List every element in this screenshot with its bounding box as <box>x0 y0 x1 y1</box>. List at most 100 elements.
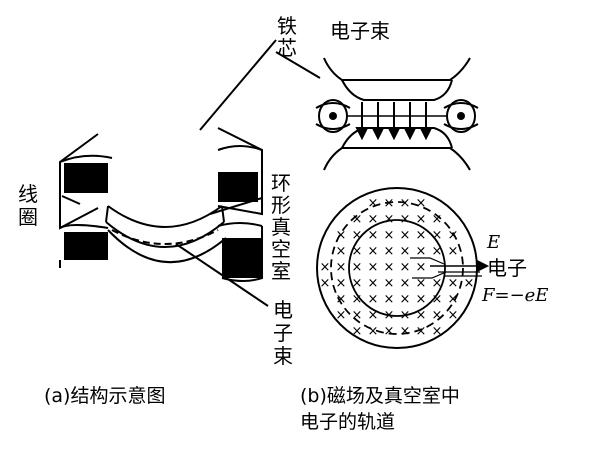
magnetic-field-view <box>316 187 490 349</box>
field-cross: × <box>320 260 331 275</box>
electron-orbit-a <box>111 229 219 245</box>
field-cross: × <box>384 228 395 243</box>
leader-iron-core-a <box>199 39 277 131</box>
right-electron-dot <box>457 112 465 120</box>
field-cross: × <box>352 308 363 323</box>
leader-iron-core-b <box>275 51 321 79</box>
field-cross: × <box>400 276 411 291</box>
field-cross: × <box>352 228 363 243</box>
field-cross: × <box>384 212 395 227</box>
field-cross: × <box>336 308 347 323</box>
field-cross: × <box>464 276 475 291</box>
label-chamber-2: 形 <box>271 193 291 217</box>
field-cross: × <box>448 308 459 323</box>
right-coil-block-lower <box>222 238 262 278</box>
field-cross: × <box>448 276 459 291</box>
label-chamber-5: 室 <box>271 259 291 283</box>
field-cross: × <box>368 292 379 307</box>
field-cross: × <box>400 228 411 243</box>
label-iron-core-2: 芯 <box>277 36 297 60</box>
iron-core-cross-section <box>315 57 479 171</box>
field-cross: × <box>384 244 395 259</box>
left-pole <box>59 133 113 268</box>
field-crosses: ××××××××××××××××××××××××××××××××××××××××… <box>320 196 475 339</box>
label-iron-core-1: 铁 <box>277 14 297 38</box>
label-field-E: E <box>486 232 500 253</box>
field-cross: × <box>432 212 443 227</box>
field-cross: × <box>384 260 395 275</box>
field-cross: × <box>432 228 443 243</box>
label-electron-beam-top: 电子束 <box>330 19 390 43</box>
field-cross: × <box>400 292 411 307</box>
field-cross: × <box>448 244 459 259</box>
field-cross: × <box>352 324 363 339</box>
left-coil-block-lower <box>64 232 108 260</box>
field-cross: × <box>320 276 331 291</box>
field-cross: × <box>352 292 363 307</box>
label-electron: 电子 <box>487 256 527 280</box>
leader-chamber <box>209 197 263 215</box>
field-cross: × <box>416 196 427 211</box>
label-beam-bottom-2: 子 <box>273 321 293 345</box>
field-cross: × <box>400 308 411 323</box>
leader-coil <box>61 195 81 205</box>
inner-circle <box>348 219 446 317</box>
field-cross: × <box>368 196 379 211</box>
field-cross: × <box>400 244 411 259</box>
field-cross: × <box>368 212 379 227</box>
field-cross: × <box>416 308 427 323</box>
label-force-formula: F=−eE <box>481 285 548 306</box>
field-cross: × <box>400 196 411 211</box>
field-cross: × <box>368 228 379 243</box>
field-cross: × <box>416 228 427 243</box>
field-cross: × <box>416 260 427 275</box>
left-electron-dot <box>329 112 337 120</box>
field-cross: × <box>432 276 443 291</box>
left-coil-block-upper <box>64 163 108 193</box>
field-cross: × <box>368 244 379 259</box>
caption-b-line1: (b)磁场及真空室中 <box>300 385 460 407</box>
structure-diagram <box>59 39 321 307</box>
label-chamber-1: 环 <box>271 171 291 195</box>
label-chamber-4: 空 <box>271 237 291 261</box>
label-beam-bottom-1: 电 <box>273 298 293 322</box>
E-arrow-head <box>477 260 490 272</box>
field-cross: × <box>416 244 427 259</box>
field-cross: × <box>384 308 395 323</box>
field-cross: × <box>336 228 347 243</box>
field-cross: × <box>384 292 395 307</box>
field-cross: × <box>416 276 427 291</box>
field-cross: × <box>432 292 443 307</box>
field-cross: × <box>336 292 347 307</box>
label-coil-1: 线 <box>18 182 38 206</box>
field-cross: × <box>432 324 443 339</box>
leader-beam-bottom <box>175 243 269 307</box>
field-cross: × <box>448 292 459 307</box>
field-cross: × <box>352 244 363 259</box>
field-cross: × <box>448 228 459 243</box>
field-cross: × <box>416 292 427 307</box>
caption-b-line2: 电子的轨道 <box>300 411 395 433</box>
field-cross: × <box>368 276 379 291</box>
label-chamber-3: 真 <box>271 215 291 239</box>
field-cross: × <box>432 308 443 323</box>
field-cross: × <box>368 308 379 323</box>
ring-vacuum-chamber <box>105 205 227 264</box>
field-arrows <box>355 102 433 141</box>
field-cross: × <box>336 276 347 291</box>
field-cross: × <box>368 260 379 275</box>
field-cross: × <box>400 324 411 339</box>
label-coil-2: 圈 <box>18 205 38 229</box>
field-cross: × <box>368 324 379 339</box>
right-coil-block-upper <box>218 172 258 202</box>
field-cross: × <box>416 212 427 227</box>
field-cross: × <box>336 244 347 259</box>
right-pole <box>217 127 263 282</box>
caption-a: (a)结构示意图 <box>44 385 165 407</box>
field-cross: × <box>352 212 363 227</box>
field-cross: × <box>432 244 443 259</box>
field-cross: × <box>336 260 347 275</box>
labels: 铁 芯 电子束 线 圈 环 形 真 空 室 电 子 束 E 电子 F=−eE (… <box>18 14 548 433</box>
field-cross: × <box>416 324 427 339</box>
field-cross: × <box>384 196 395 211</box>
